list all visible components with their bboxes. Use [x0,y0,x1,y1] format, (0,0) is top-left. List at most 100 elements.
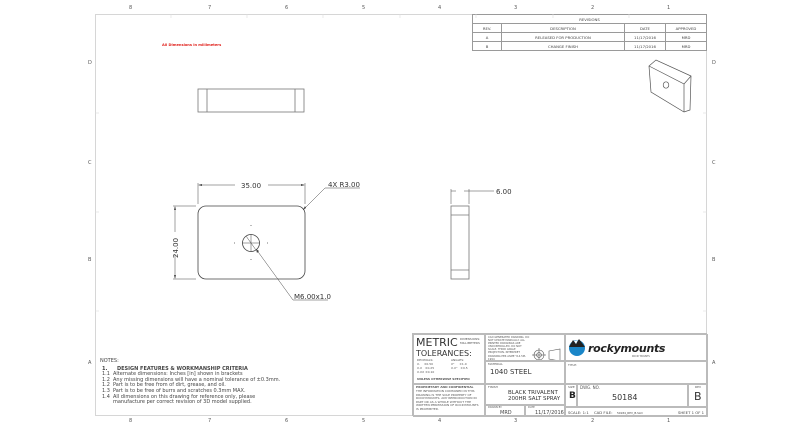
zone-col-3: 3 [514,5,518,11]
front-view [197,205,306,280]
scale-row: SCALE: 1:1 CAD FILE: 50184_REV_B.SLD SHE… [565,407,708,417]
cad-note: CAD GENERATED DRAWING. DO NOT UPDATE MAN… [488,336,530,361]
zone-row-c-right: C [712,160,716,166]
zone-col-4-bottom: 4 [438,418,442,424]
tolerance-cell: METRIC DIMENSIONS: MILLIMETERS TOLERANCE… [413,334,485,384]
width-dimension: 35.00 [241,182,261,190]
cad-file-label: CAD FILE: [594,410,613,415]
notes-heading: NOTES: [100,358,119,364]
date-value: 11/17/2016 [535,410,564,416]
notes-section-title: DESIGN FEATURES & WORKMANSHIP CRITERIA [116,365,248,372]
zone-col-6-bottom: 6 [285,418,289,424]
angles-label: ANGLES: [451,358,465,362]
side-view [450,205,470,280]
zone-col-6: 6 [285,5,289,11]
cad-note-cell: CAD GENERATED DRAWING. DO NOT UPDATE MAN… [485,334,565,361]
zone-row-a-right: A [712,360,716,366]
size-label: SIZE [568,385,575,389]
dimensions-label: DIMENSIONS: [460,337,481,341]
zone-col-5-bottom: 5 [362,418,366,424]
proprietary-title: PROPRIETARY AND CONFIDENTIAL [416,385,474,389]
approved-cell: MRD [665,41,707,51]
angle-tolerance: X.X° ±0.5 [451,366,468,370]
proprietary-cell: PROPRIETARY AND CONFIDENTIAL THE INFORMA… [413,384,485,417]
finish-label: FINISH [488,385,498,389]
note-item: manufacture per correct revision of 3D m… [113,399,252,406]
size-value: B [569,391,576,401]
zone-col-8: 8 [129,5,133,11]
decimals-label: DECIMALS: [417,358,434,362]
drawn-by-label: DRAWN BY [488,406,502,409]
cad-file-value: 50184_REV_B.SLD [617,410,643,415]
isometric-view [648,59,692,113]
material-value: 1040 STEEL [490,368,532,376]
finish-value: BLACK TRIVALENT 200HR SALT SPRAY [508,390,560,402]
finish-cell: FINISH BLACK TRIVALENT 200HR SALT SPRAY [485,384,565,405]
date-cell: DATE 11/17/2016 [525,405,565,417]
notes-divider [95,415,412,416]
decimal-tolerance: X.X ±0.25 [417,366,435,370]
revisions-table: REVISIONS REV. DESCRIPTION DATE APPROVED… [472,14,707,51]
title-cell: TITLE: [565,361,708,384]
units-note: All Dimensions in millimeters [162,43,222,47]
zone-col-2: 2 [591,5,595,11]
drawn-by-cell: DRAWN BY MRD [485,405,525,417]
company-logo-text: rockymounts [588,342,666,355]
notes-section-number: 1. [102,365,108,372]
proprietary-text: THE INFORMATION CONTAINED IN THIS DRAWIN… [416,389,479,411]
zone-col-1-bottom: 1 [667,418,671,424]
size-cell: SIZE B [565,384,577,407]
dwg-no-label: DWG. NO. [580,385,600,390]
thickness-dimension: 6.00 [496,188,512,196]
zone-row-c: C [88,160,92,166]
drawn-by-value: MRD [500,410,512,416]
zone-row-b-right: B [712,257,716,263]
finish-line-2: 200HR SALT SPRAY [508,396,561,402]
decimal-tolerance: X. ±0.50 [417,362,434,366]
rev-value: B [694,390,702,403]
angle-tolerance: X° ±1.0 [451,362,467,366]
sheet-value: SHEET 1 OF 1 [678,410,705,415]
dwg-no-value: 50184 [612,393,638,402]
logo-cell: rockymounts ROCKY MOUNTS [565,334,708,361]
metric-label: METRIC [416,336,458,349]
title-label: TITLE: [568,363,578,367]
zone-row-d: D [88,60,92,66]
zone-col-1: 1 [667,5,671,11]
height-dimension: 24.00 [172,238,180,258]
rev-cell: REV B [688,384,708,407]
zone-col-7-bottom: 7 [208,418,212,424]
zone-col-2-bottom: 2 [591,418,595,424]
radius-callout: 4X R3.00 [328,181,360,189]
rockymounts-logo-icon [569,339,585,356]
zone-row-d-right: D [712,60,716,66]
zone-col-5: 5 [362,5,366,11]
finish-line-1: BLACK TRIVALENT [508,390,558,396]
zone-col-8-bottom: 8 [129,418,133,424]
table-row: B CHANGE FINISH 11/17/2016 MRD [472,41,707,51]
millimeters-label: MILLIMETERS [460,341,480,345]
top-view [197,88,305,113]
dwg-no-cell: DWG. NO. 50184 [577,384,688,407]
notes-block: NOTES: 1. DESIGN FEATURES & WORKMANSHIP … [100,358,281,406]
decimal-tolerance: X.XX ±0.10 [417,370,435,374]
zone-col-7: 7 [208,5,212,11]
zone-row-a: A [88,360,92,366]
title-block: METRIC DIMENSIONS: MILLIMETERS TOLERANCE… [412,333,708,417]
zone-col-4: 4 [438,5,442,11]
company-logo-sub: ROCKY MOUNTS [632,355,650,358]
unless-specified: UNLESS OTHERWISE SPECIFIED [417,377,470,381]
rev-label: REV [695,385,702,389]
material-label: MATERIAL [488,362,503,366]
date-label: DATE [528,406,535,409]
scale-value: SCALE: 1:1 [568,410,589,415]
zone-row-b: B [88,257,92,263]
hole-callout: M6.00x1.0 [294,293,331,301]
material-cell: MATERIAL 1040 STEEL [485,361,565,384]
